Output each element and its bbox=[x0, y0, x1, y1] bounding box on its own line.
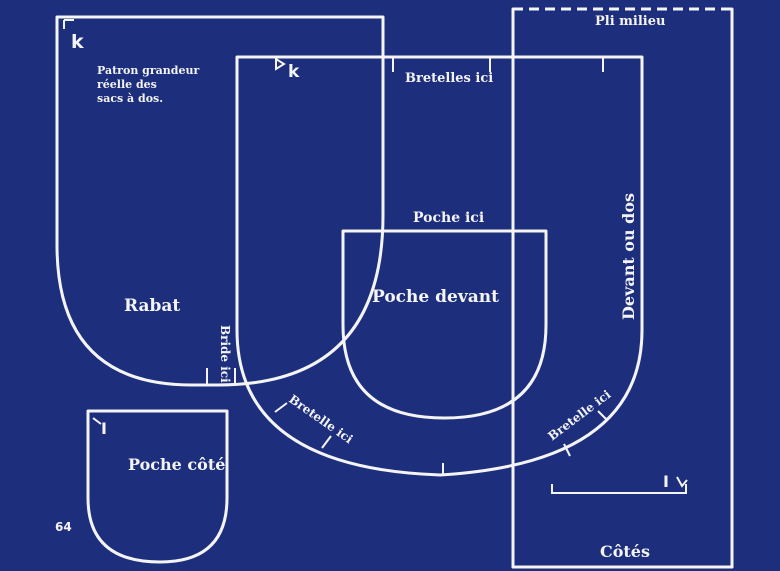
corner-mark-rabat bbox=[63, 19, 74, 29]
corner-mark-poche-cote bbox=[92, 417, 102, 425]
bretelle-mark-7 bbox=[597, 410, 608, 421]
pli-milieu-label: Pli milieu bbox=[595, 14, 665, 29]
devant-ou-dos-label: Devant ou dos bbox=[619, 193, 638, 320]
bretelle-mark-4 bbox=[274, 402, 288, 413]
bretelles-label: Bretelles ici bbox=[405, 71, 493, 86]
bretelle-mark-6 bbox=[563, 443, 571, 457]
rabat-outline bbox=[55, 15, 385, 387]
corner-mark-cotes bbox=[676, 476, 688, 488]
cotes-bracket bbox=[551, 484, 687, 494]
mark-i-poche-cote: I bbox=[101, 419, 107, 438]
poche-ici-label: Poche ici bbox=[413, 210, 484, 226]
poche-devant-outline bbox=[341, 229, 548, 420]
bride-label: Bride ici bbox=[218, 325, 232, 383]
note-line-3: sacs à dos. bbox=[97, 92, 163, 105]
poche-cote-label: Poche côté bbox=[128, 455, 225, 474]
bretelle-mark-5 bbox=[321, 435, 332, 449]
page-number: 64 bbox=[55, 520, 72, 534]
mark-k-body: k bbox=[288, 62, 300, 82]
bretelle-label-left: Bretelle ici bbox=[286, 392, 356, 447]
poche-cote-outline bbox=[86, 409, 229, 564]
rabat-label: Rabat bbox=[124, 296, 180, 316]
corner-mark-body bbox=[275, 57, 286, 71]
cotes-label: Côtés bbox=[600, 542, 650, 561]
note-line-1: Patron grandeur bbox=[97, 64, 199, 77]
mark-i-cotes: I bbox=[663, 472, 669, 491]
poche-devant-label: Poche devant bbox=[372, 287, 499, 307]
note-line-2: réelle des bbox=[97, 78, 157, 91]
body-outline bbox=[235, 55, 644, 477]
mark-k-rabat: k bbox=[71, 31, 84, 53]
